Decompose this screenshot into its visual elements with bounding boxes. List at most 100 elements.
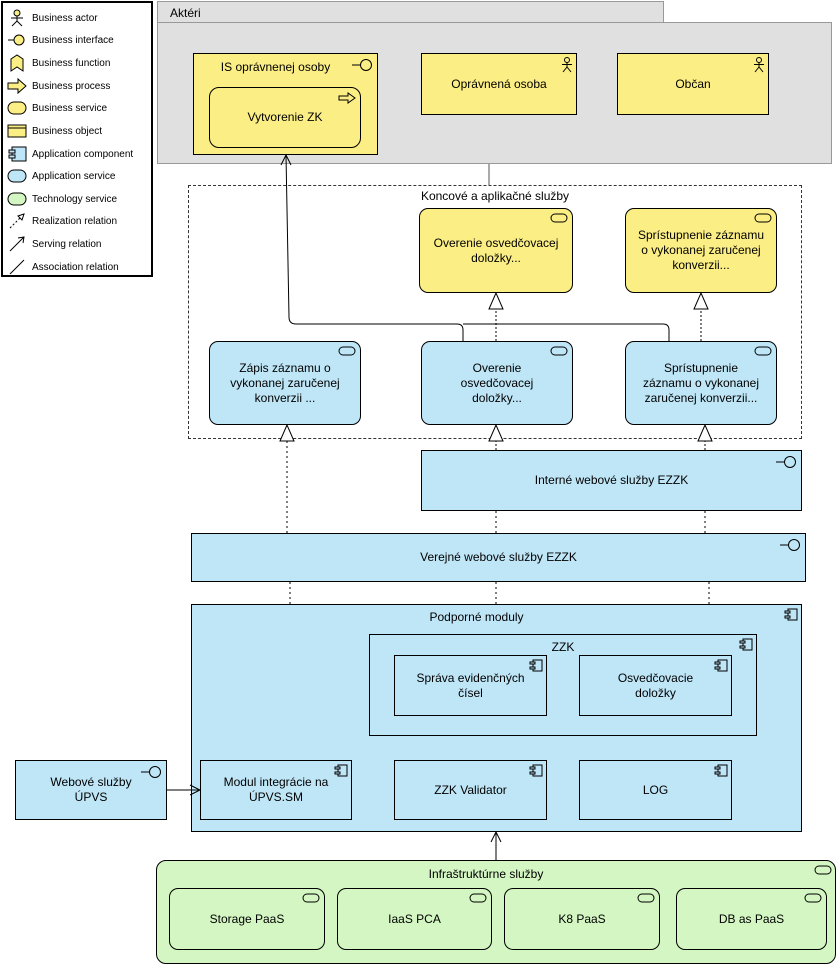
legend-item: Business process [7,76,110,96]
zapis-app-service[interactable]: Zápis záznamu o vykonanej zaručenej konv… [209,341,361,425]
overenie-as-label: Overenie osvedčovacej doložky... [460,360,534,405]
business-interface-icon [352,59,372,71]
realization-relation-icon [9,213,25,229]
legend-item: Technology service [7,189,117,209]
opravnena-osoba-label: Oprávnená osoba [451,76,547,91]
zzk-title: ZZK [551,640,575,654]
log-component[interactable]: LOG [579,760,732,820]
application-component-icon [714,764,728,777]
business-service-icon [7,101,27,115]
interne-ws-label: Interné webové služby EZZK [534,473,689,487]
spristupnenie-business-service[interactable]: Sprístupnenie záznamu o vykonanej zaruče… [625,208,777,293]
actors-group-title: Aktéri [170,6,201,20]
legend-item: Business interface [7,30,114,50]
legend-label: Business object [32,125,103,137]
application-service-icon [754,346,772,356]
technology-service-icon [7,192,27,206]
is-interface-label: IS oprávnenej osoby [220,60,331,74]
legend-item: Business actor [7,8,98,28]
log-label: LOG [642,782,669,797]
application-interface-icon [141,766,161,778]
serving-relation-icon [9,236,25,252]
legend-label: Serving relation [32,238,102,250]
legend-label: Realization relation [32,215,118,227]
application-component-icon [334,764,348,777]
application-component-icon [714,659,728,672]
spristupnenie-as-label: Sprístupnenie záznamu o vykonanej zaruče… [642,360,760,405]
business-actor-icon [562,57,572,73]
legend-label: Application service [32,170,116,182]
legend-item: Business service [7,98,107,118]
end-services-title: Koncové a aplikačné služby [420,189,570,203]
osvedcovacie-label: Osvedčovacie doložky [617,670,694,700]
business-process-icon [7,77,27,95]
application-interface-icon [780,539,800,551]
legend-label: Application component [32,148,134,160]
legend-item: Business function [7,53,110,73]
technology-service-icon [302,893,320,903]
spristupnenie-app-service[interactable]: Sprístupnenie záznamu o vykonanej zaruče… [625,341,777,425]
legend-label: Business service [32,102,108,114]
sprava-component[interactable]: Správa evidenčných čísel [394,655,547,716]
application-component-icon [784,608,798,621]
overenie-app-service[interactable]: Overenie osvedčovacej doložky... [421,341,573,425]
k8-label: K8 PaaS [558,911,606,926]
storage-label: Storage PaaS [209,911,285,926]
application-service-icon [550,346,568,356]
technology-service-icon [804,893,822,903]
infra-title: Infraštruktúrne služby [428,867,544,881]
business-function-icon [10,54,24,72]
technology-service-icon [814,865,832,875]
legend-item: Business object [7,121,102,141]
verejne-ws-label: Verejné webové služby EZZK [420,550,577,564]
iaas-tech-service[interactable]: IaaS PCA [337,888,492,950]
zapis-as-label: Zápis záznamu o vykonanej zaručenej konv… [230,360,340,405]
business-actor-icon [11,9,23,27]
legend-item: Realization relation [7,211,117,231]
application-component-icon [529,764,543,777]
application-service-icon [338,346,356,356]
webove-upvs-label: Webové služby ÚPVS [50,775,132,804]
legend-label: Technology service [32,193,118,205]
business-process-icon [338,92,356,104]
db-tech-service[interactable]: DB as PaaS [676,888,827,950]
business-service-icon [550,213,568,223]
legend-label: Business process [32,80,111,92]
actors-group-tab: Aktéri [157,1,664,23]
application-service-icon [7,169,27,183]
support-modules-title: Podporné moduly [429,610,524,624]
legend-item: Association relation [7,257,119,277]
application-interface-icon [776,456,796,468]
legend-label: Association relation [32,261,119,273]
obcan-actor[interactable]: Občan [617,53,769,115]
association-relation-icon [9,259,25,275]
business-interface-icon [8,34,25,46]
business-actor-icon [754,57,764,73]
k8-tech-service[interactable]: K8 PaaS [504,888,660,950]
legend-item: Serving relation [7,234,101,254]
validator-label: ZZK Validator [434,782,507,797]
business-service-icon [754,213,772,223]
webove-upvs-interface[interactable]: Webové služby ÚPVS [15,760,167,820]
storage-tech-service[interactable]: Storage PaaS [169,888,325,950]
legend-item: Application service [7,166,115,186]
interne-ws-interface[interactable]: Interné webové služby EZZK [421,450,802,511]
osvedcovacie-component[interactable]: Osvedčovacie doložky [579,655,732,716]
overenie-bs-label: Overenie osvedčovacej doložky... [433,235,559,265]
application-component-icon [8,146,27,162]
application-component-icon [529,659,543,672]
vytvorenie-process[interactable]: Vytvorenie ZK [209,87,361,148]
obcan-label: Občan [675,76,711,91]
opravnena-osoba-actor[interactable]: Oprávnená osoba [421,53,577,115]
validator-component[interactable]: ZZK Validator [394,760,547,820]
verejne-ws-interface[interactable]: Verejné webové služby EZZK [191,533,806,582]
overenie-business-service[interactable]: Overenie osvedčovacej doložky... [419,208,573,293]
modul-integracie-component[interactable]: Modul integrácie na ÚPVS.SM [200,760,352,820]
technology-service-icon [637,893,655,903]
iaas-label: IaaS PCA [388,911,441,926]
legend-label: Business actor [32,12,98,24]
db-label: DB as PaaS [718,911,785,926]
technology-service-icon [469,893,487,903]
legend-item: Application component [7,144,133,164]
business-object-icon [7,124,27,138]
